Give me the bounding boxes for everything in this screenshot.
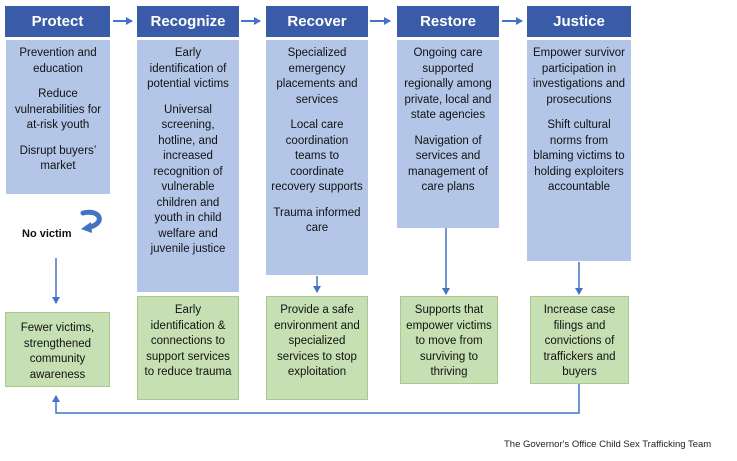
outcome-box-restore: Supports that empower victims to move fr… (400, 296, 498, 384)
activity-text: Empower survivor participation in invest… (532, 47, 626, 106)
no-victim-label: No victim (22, 228, 72, 240)
header-recognize: Recognize (137, 6, 239, 37)
outcome-text: Fewer victims, strengthened community aw… (20, 322, 95, 381)
activity-box-recognize: Early identification of potential victim… (137, 40, 239, 292)
activity-text: Reduce vulnerabilities for at-risk youth (14, 88, 102, 131)
activity-text: Prevention and education (19, 47, 97, 75)
activity-text: Universal screening, hotline, and increa… (150, 103, 226, 256)
activity-text: Ongoing care supported regionally among … (404, 47, 492, 121)
header-restore: Restore (397, 6, 499, 37)
outcome-text: Supports that empower victims to move fr… (406, 304, 492, 378)
header-recover: Recover (266, 6, 368, 37)
activity-box-justice: Empower survivor participation in invest… (527, 40, 631, 261)
activity-text: Specialized emergency placements and ser… (276, 47, 358, 106)
outcome-text: Increase case filings and convictions of… (543, 304, 616, 378)
outcome-box-protect: Fewer victims, strengthened community aw… (5, 312, 110, 387)
outcome-box-recover: Provide a safe environment and specializ… (266, 296, 368, 400)
activity-box-protect: Prevention and education Reduce vulnerab… (6, 40, 110, 194)
activity-box-recover: Specialized emergency placements and ser… (266, 40, 368, 275)
activity-text: Trauma informed care (273, 206, 361, 235)
activity-text: Local care coordination teams to coordin… (271, 119, 363, 193)
outcome-box-recognize: Early identification & connections to su… (137, 296, 239, 400)
outcome-box-justice: Increase case filings and convictions of… (530, 296, 629, 384)
activity-text: Early identification of potential victim… (147, 47, 229, 90)
activity-text: Navigation of services and management of… (408, 134, 488, 194)
outcome-text: Early identification & connections to su… (144, 304, 232, 378)
header-justice: Justice (527, 6, 631, 37)
curved-return-arrow-icon (80, 209, 102, 233)
credit-text: The Governor's Office Child Sex Traffick… (504, 439, 712, 450)
header-protect: Protect (5, 6, 110, 37)
loop-back-arrow-icon (52, 384, 580, 414)
activity-text: Shift cultural norms from blaming victim… (533, 119, 625, 193)
outcome-text: Provide a safe environment and specializ… (274, 304, 360, 378)
activity-box-restore: Ongoing care supported regionally among … (397, 40, 499, 228)
activity-text: Disrupt buyers’ market (19, 144, 97, 173)
